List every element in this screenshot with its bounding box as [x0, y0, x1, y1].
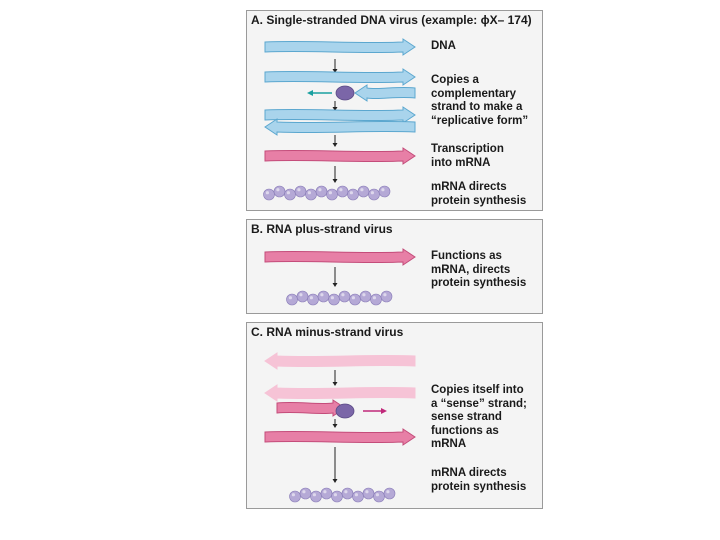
step-arrow [333, 447, 338, 483]
step-arrow [333, 419, 338, 428]
label-transcription: Transcription into mRNA [431, 143, 504, 170]
panel-single-stranded-dna-virus: A. Single-stranded DNA virus (example: ϕ… [246, 10, 543, 211]
label-protein-synthesis: mRNA directs protein synthesis [431, 467, 526, 494]
replicative-form-minus-strand [265, 119, 415, 135]
mrna-strand [265, 148, 415, 164]
label-copies-complementary: Copies a complementary strand to make a … [431, 74, 528, 128]
label-copies-into-sense-strand: Copies itself into a “sense” strand; sen… [431, 384, 527, 452]
step-arrow [333, 101, 338, 111]
step-arrow [333, 370, 338, 386]
panel-rna-plus-strand-virus: B. RNA plus-strand virus Functions as mR… [246, 219, 543, 314]
label-functions-as-mrna: Functions as mRNA, directs protein synth… [431, 250, 526, 291]
protein-chain [287, 291, 393, 305]
protein-chain [264, 186, 391, 200]
plus-strand-rna [265, 249, 415, 265]
label-protein-synthesis: mRNA directs protein synthesis [431, 181, 526, 208]
label-dna: DNA [431, 40, 456, 54]
replicative-form-plus-strand [265, 107, 415, 123]
complementary-strand-growing [355, 85, 415, 101]
dna-strand [265, 39, 415, 55]
synthesis-direction-arrow [363, 408, 387, 414]
step-arrow [333, 59, 338, 73]
minus-strand-rna [265, 353, 415, 369]
step-arrow [333, 267, 338, 287]
dna-polymerase-icon [336, 86, 354, 100]
panel-rna-minus-strand-virus: C. RNA minus-strand virus Copies itself … [246, 322, 543, 509]
synthesis-direction-arrow [307, 90, 332, 96]
minus-strand-template [265, 385, 415, 401]
protein-chain [290, 488, 396, 502]
rna-polymerase-icon [336, 404, 354, 418]
step-arrow [333, 166, 338, 183]
dna-template-strand [265, 69, 415, 85]
step-arrow [333, 135, 338, 147]
sense-strand-mrna [265, 429, 415, 445]
sense-strand-growing [277, 400, 345, 416]
